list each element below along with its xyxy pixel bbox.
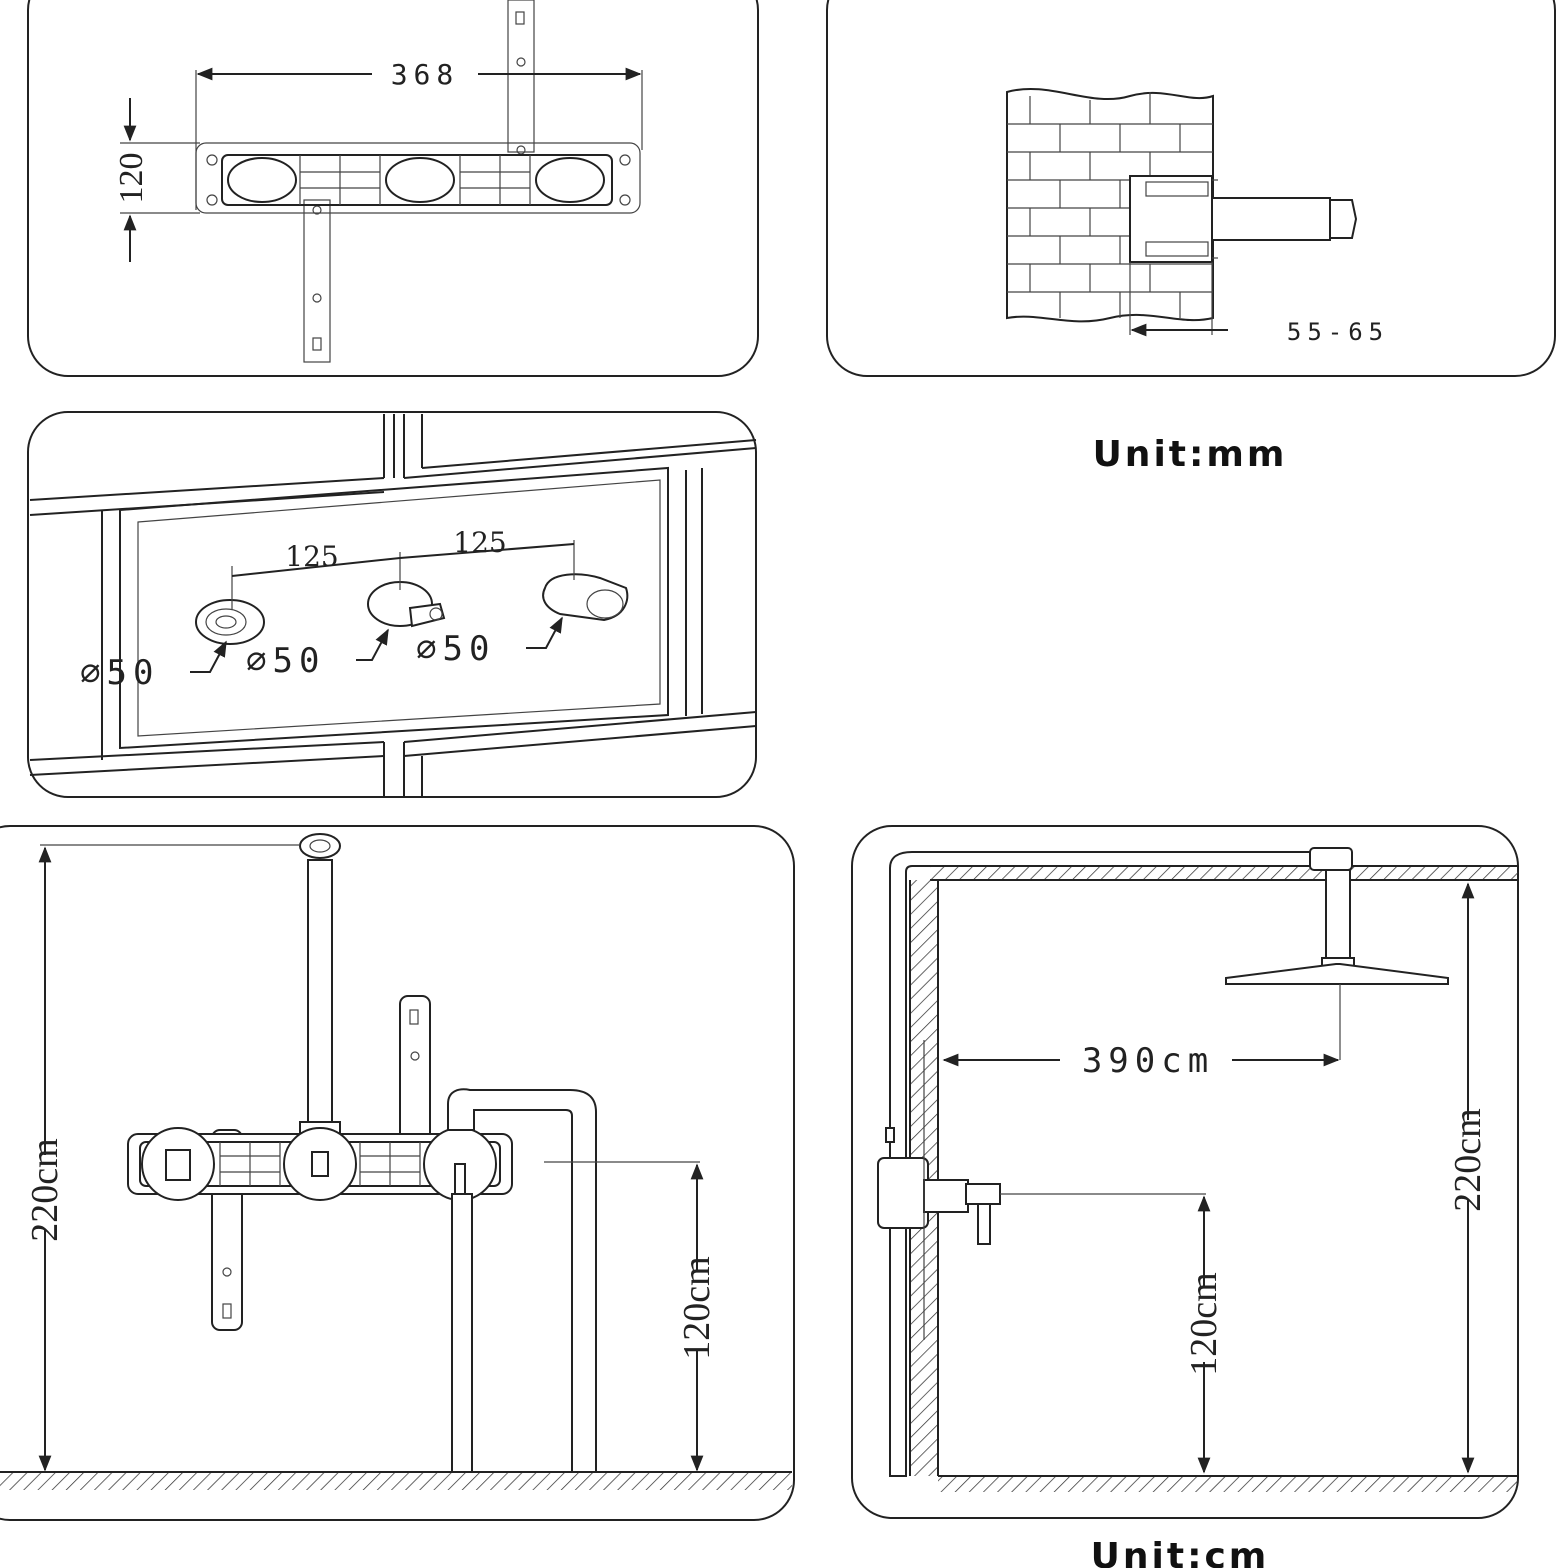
panel-mounting-box: 368 120 xyxy=(27,0,759,377)
height-120-right: 120cm xyxy=(1183,1272,1225,1375)
depth-dimension: 55-65 xyxy=(1287,318,1389,346)
width-dimension: 368 xyxy=(391,58,460,91)
panel-tile-spacing: 125 125 ⌀50 ⌀50 ⌀50 xyxy=(27,411,757,798)
diameter-left: ⌀50 xyxy=(80,653,159,693)
reach-390: 390cm xyxy=(1082,1041,1214,1081)
unit-mm-label: Unit:mm xyxy=(1093,434,1288,475)
panel-front-elevation: 220cm 120cm xyxy=(0,825,795,1521)
height-120-left: 120cm xyxy=(676,1256,718,1359)
diameter-middle: ⌀50 xyxy=(246,641,325,681)
spacing-left: 125 xyxy=(285,540,338,573)
panel-wall-depth: 55-65 xyxy=(826,0,1556,377)
panel-side-section: 390cm 220cm 120cm xyxy=(851,825,1519,1519)
unit-cm-label: Unit:cm xyxy=(1091,1536,1270,1568)
height-dimension: 120 xyxy=(113,153,150,204)
spacing-right: 125 xyxy=(453,526,506,559)
height-220-left: 220cm xyxy=(24,1138,66,1241)
diameter-right: ⌀50 xyxy=(416,629,495,669)
height-220-right: 220cm xyxy=(1447,1108,1489,1211)
